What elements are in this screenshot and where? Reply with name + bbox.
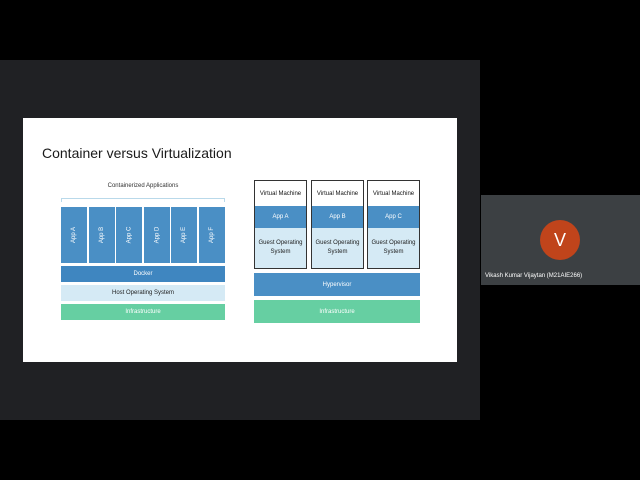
apps-bracket <box>61 198 225 202</box>
avatar: V <box>540 220 580 260</box>
docker-layer: Docker <box>61 266 225 282</box>
vm-app: App B <box>312 206 363 228</box>
vm-app: App A <box>255 206 306 228</box>
virtual-machine: Virtual Machine App C Guest Operating Sy… <box>367 180 420 269</box>
container-app: App E <box>171 207 197 263</box>
vm-guest-os: Guest Operating System <box>312 228 363 268</box>
virtual-machine: Virtual Machine App A Guest Operating Sy… <box>254 180 307 269</box>
shared-slide: Container versus Virtualization Containe… <box>23 118 457 362</box>
container-app: App C <box>116 207 142 263</box>
slide-title: Container versus Virtualization <box>42 145 232 161</box>
container-app: App A <box>61 207 87 263</box>
host-os-layer: Host Operating System <box>61 285 225 301</box>
virtual-machine: Virtual Machine App B Guest Operating Sy… <box>311 180 364 269</box>
container-app: App D <box>144 207 170 263</box>
vm-guest-os: Guest Operating System <box>368 228 419 268</box>
participant-name: Vikash Kumar Vijaytan (M21AIE266) <box>485 273 583 279</box>
vm-title: Virtual Machine <box>372 190 415 197</box>
participant-tile[interactable]: V Vikash Kumar Vijaytan (M21AIE266) <box>481 195 640 285</box>
hypervisor-layer: Hypervisor <box>254 273 420 296</box>
containerized-apps-label: Containerized Applications <box>107 183 179 189</box>
container-app: App F <box>199 207 225 263</box>
container-app: App B <box>89 207 115 263</box>
vm-app: App C <box>368 206 419 228</box>
container-infrastructure-layer: Infrastructure <box>61 304 225 320</box>
vm-guest-os: Guest Operating System <box>255 228 306 268</box>
vm-title: Virtual Machine <box>259 190 302 197</box>
vm-infrastructure-layer: Infrastructure <box>254 300 420 323</box>
vm-title: Virtual Machine <box>316 190 359 197</box>
presentation-stage: Container versus Virtualization Containe… <box>0 60 480 420</box>
